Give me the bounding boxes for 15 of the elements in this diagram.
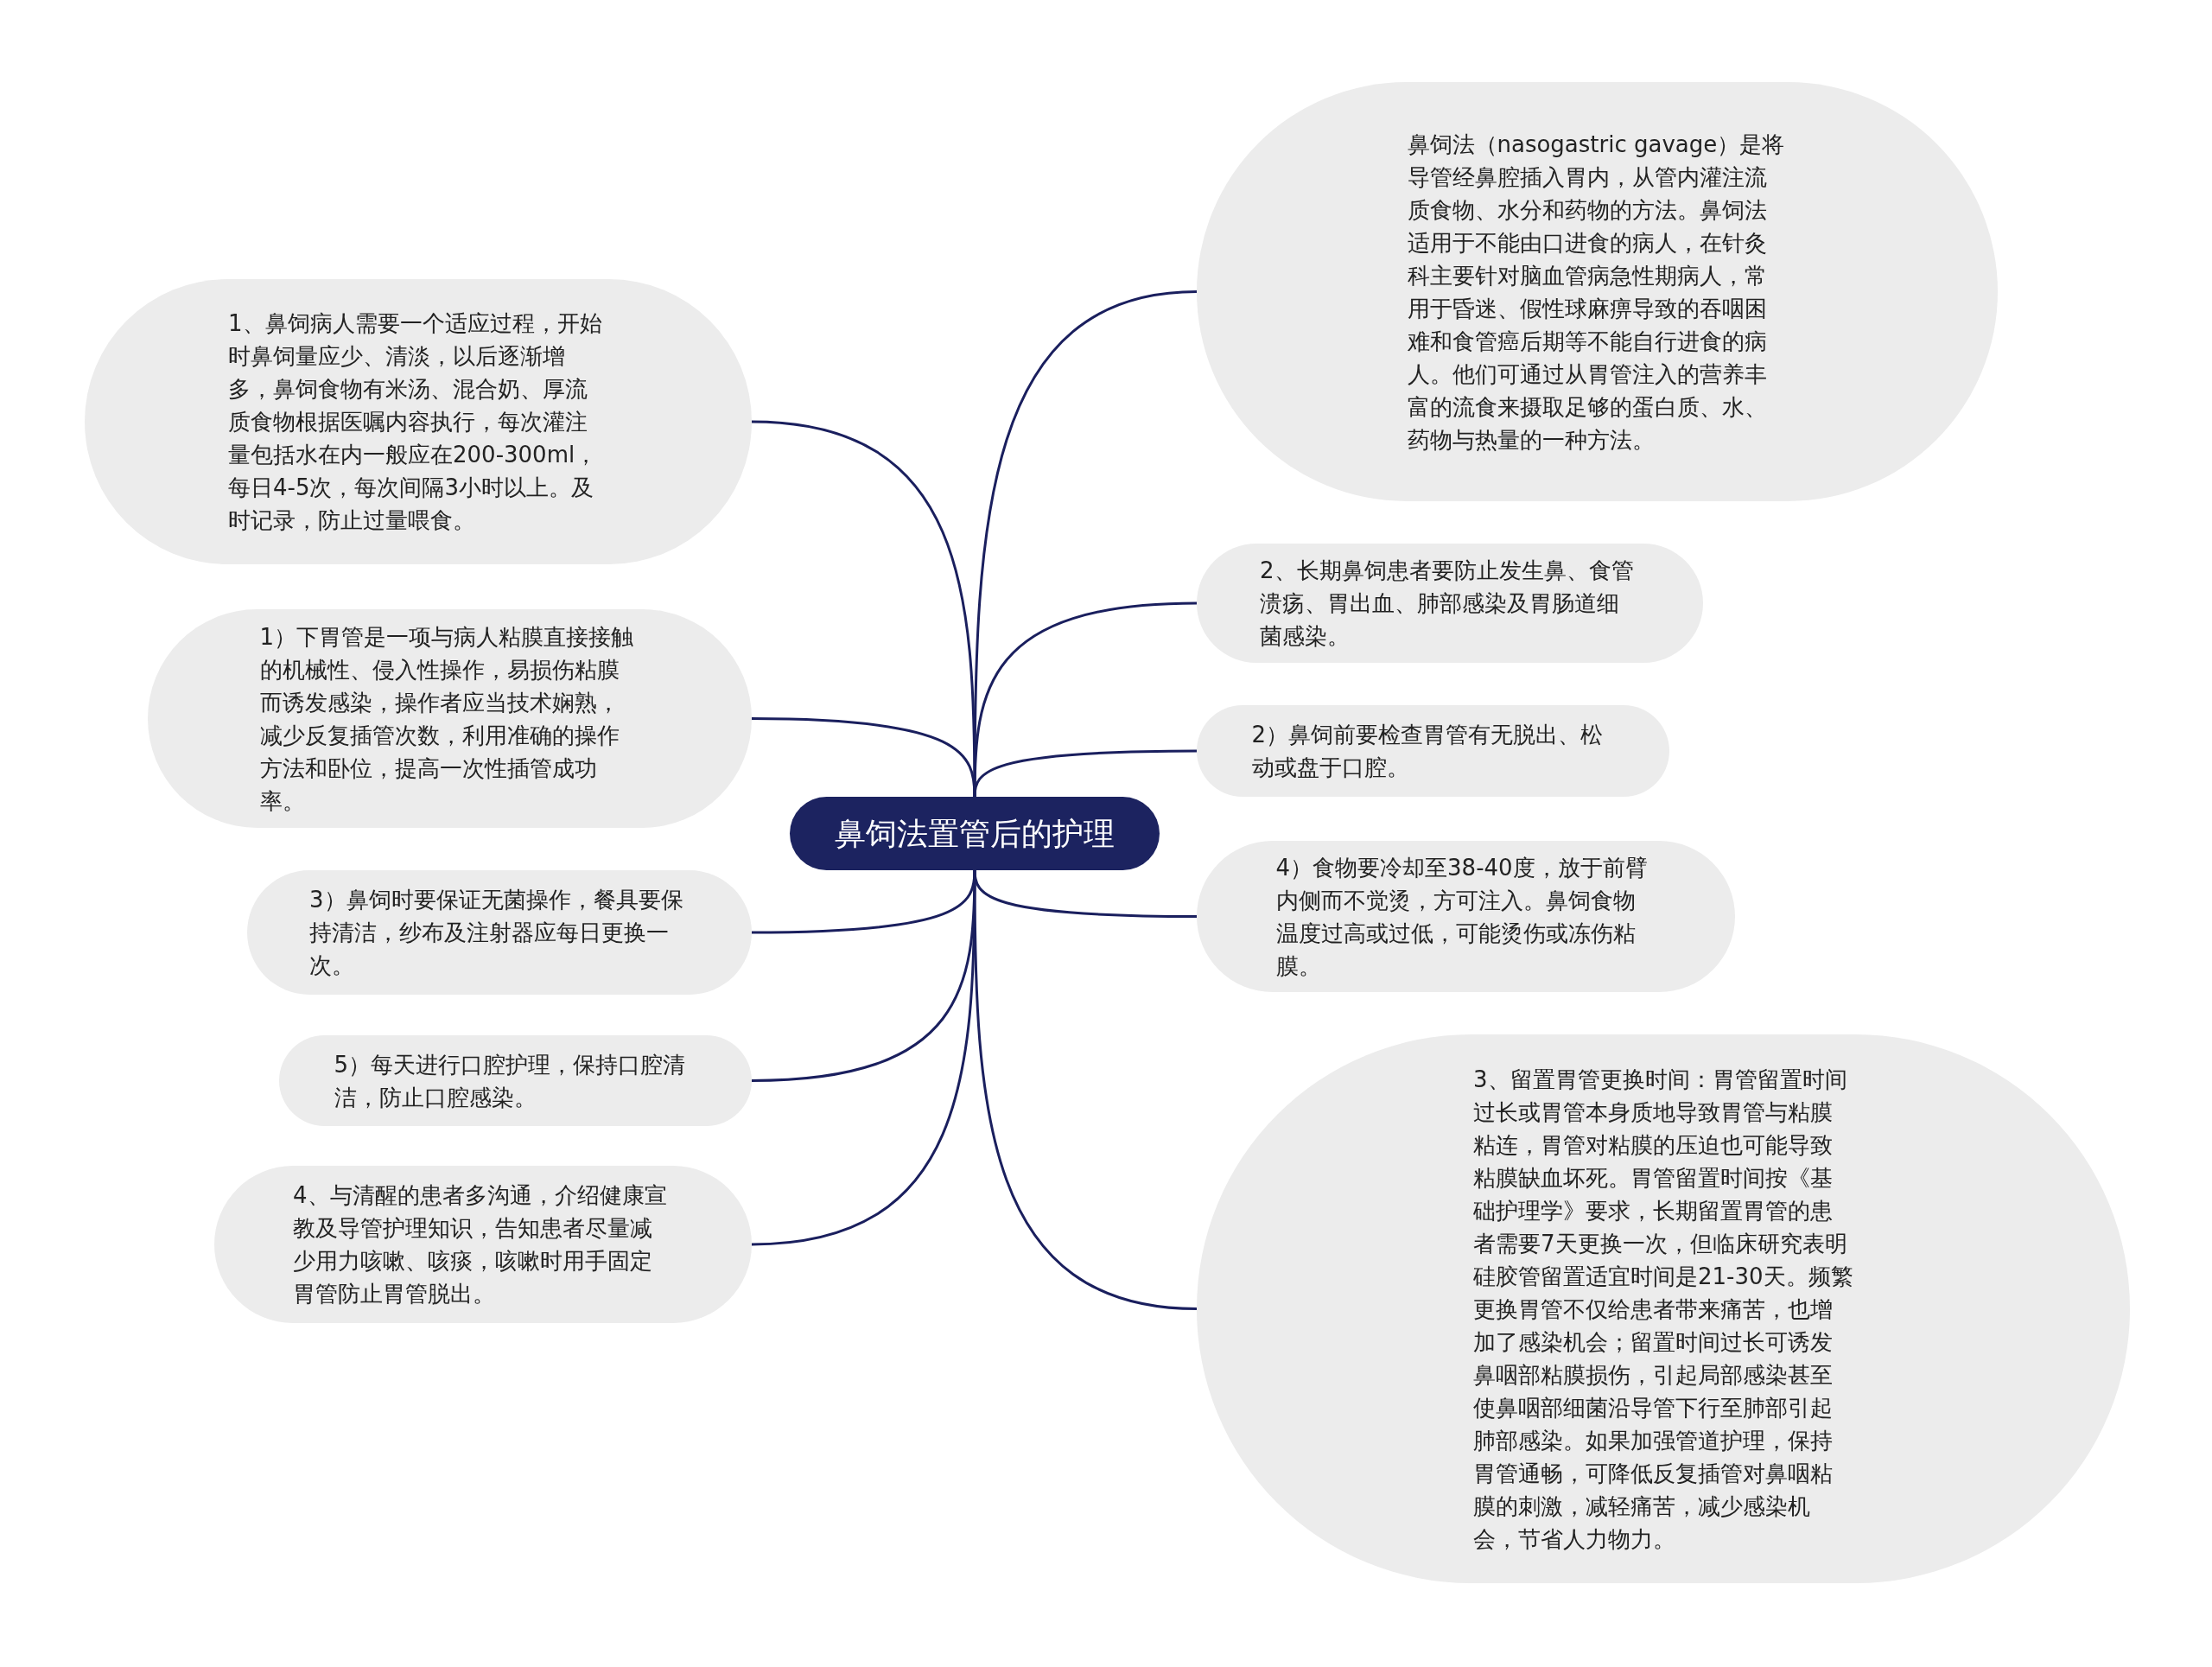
topic-text: 4、与清醒的患者多沟通，介绍健康宣教及导管护理知识，告知患者尽量减少用力咳嗽、咳痰，咳嗽时用手固定胃管防止胃管脱出。 bbox=[293, 1181, 668, 1308]
topic-text: 2）鼻饲前要检查胃管有无脱出、松动或盘于口腔。 bbox=[1251, 721, 1605, 782]
branch-connector bbox=[751, 717, 976, 798]
topic-text: 鼻饲法（nasogastric gavage）是将导管经鼻腔插入胃内，从管内灌注流质食物、水分和药物的方法。鼻饲法适用于不能由口进食的病人，在针灸科主要针对脑血管病急性期病人，常用于昏迷、假性球麻痹导致的吞咽困难和食管癌后期等不能自行进食的病人。他们可通过从胃管注入的营养丰富的流食来摄取足够的蛋白质、水、药物与热量的一种方法。 bbox=[1407, 130, 1786, 455]
topic-text: 1）下胃管是一项与病人粘膜直接接触的机械性、侵入性操作，易损伤粘膜而诱发感染，操作者应当技术娴熟，减少反复插管次数，利用准确的操作方法和卧位，提高一次性插管成功率。 bbox=[259, 622, 635, 816]
topic-title: 鼻饲法置管后的护理 bbox=[835, 814, 1115, 853]
topic-text: 1、鼻饲病人需要一个适应过程，开始时鼻饲量应少、清淡，以后逐渐增多，鼻饲食物有米汤、混合奶、厚流质食物根据医嘱内容执行，每次灌注量包括水在内一般应在200-300ml，每日4-5次，每次间隔3小时以上。及时记录，防止过量喂食。 bbox=[228, 309, 603, 535]
topic-text: 3、留置胃管更换时间：胃管留置时间过长或胃管本身质地导致胃管与粘膜粘连，胃管对粘膜的压迫也可能导致粘膜缺血坏死。胃管留置时间按《基础护理学》要求，长期留置胃管的患者需要7天更换一次，但临床研究表明硅胶管留置适宜时间是21-30天。频繁更换胃管不仅给患者带来痛苦，也增加了感染机会；留置时间过长可诱发鼻咽部粘膜损伤，引起局部感染甚至使鼻咽部细菌沿导管下行至肺部引起肺部感染。如果加强管道护理，保持胃管通畅，可降低反复插管对鼻咽粘膜的刺激，减轻痛苦，减少感染机会，节省人力物力。 bbox=[1473, 1065, 1853, 1554]
topic-text: 2、长期鼻饲患者要防止发生鼻、食管溃疡、胃出血、肺部感染及胃肠道细菌感染。 bbox=[1260, 557, 1635, 651]
branch-connector bbox=[973, 870, 1198, 1310]
branch-connector bbox=[751, 870, 976, 1246]
branch-connector bbox=[973, 749, 1197, 798]
topic-text: 3）鼻饲时要保证无菌操作，餐具要保持清洁，纱布及注射器应每日更换一次。 bbox=[309, 886, 684, 980]
topic-text: 4）食物要冷却至38-40度，放于前臂内侧而不觉烫，方可注入。鼻饲食物温度过高或过低，可能烫伤或冻伤粘膜。 bbox=[1275, 853, 1649, 981]
topic-text: 5）每天进行口腔护理，保持口腔清洁，防止口腔感染。 bbox=[334, 1050, 687, 1112]
